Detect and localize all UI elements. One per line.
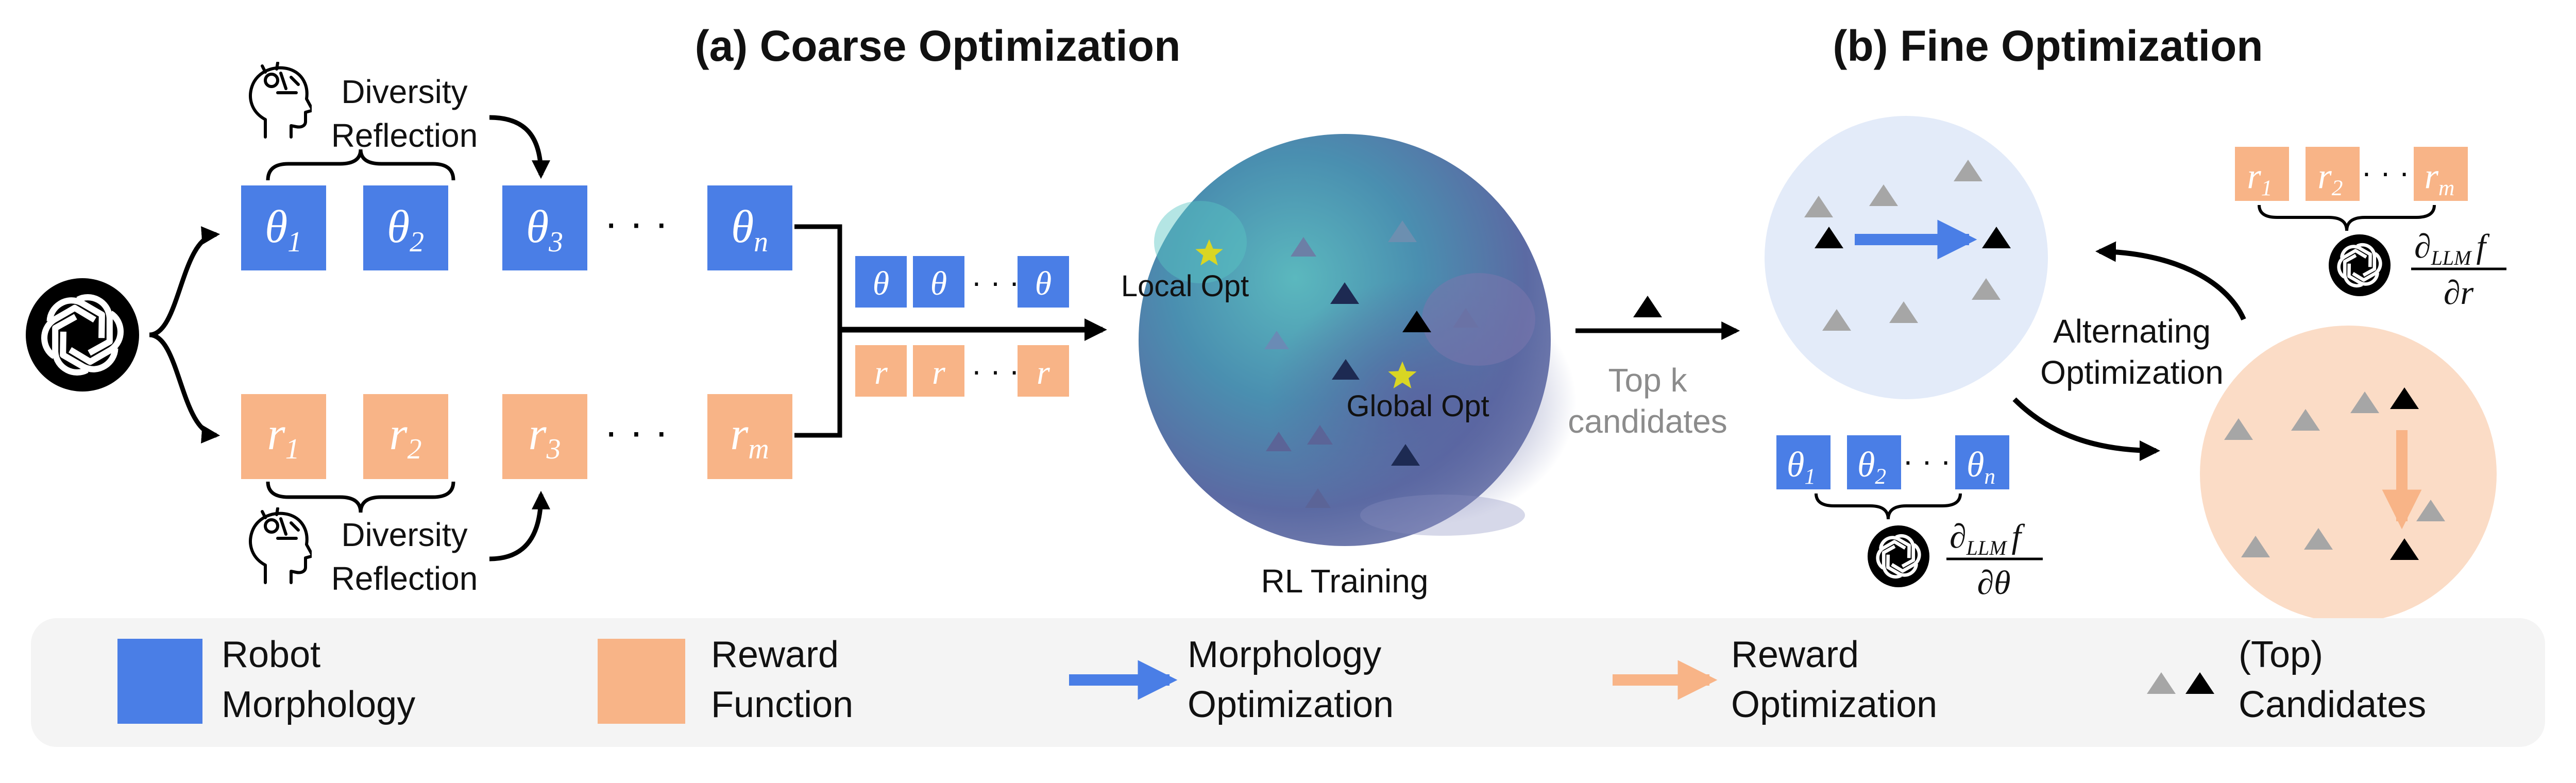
rl-training-caption: RL Training (1261, 563, 1429, 600)
svg-text:θ: θ (873, 265, 889, 302)
morphology-box-2: θ2 (363, 185, 448, 270)
rl-training-landscape: Local Opt Global Opt (1121, 134, 1577, 546)
legend-reward-opt-line1: Reward (1731, 634, 1859, 675)
svg-text:θ3: θ3 (526, 201, 563, 258)
coarse-optimization-title: (a) Coarse Optimization (695, 22, 1181, 70)
legend-morphology-line1: Robot (222, 634, 320, 675)
morphology-box-1: θ1 (241, 185, 326, 270)
morphology-gradient-row: θ1 θ2 · · · θn (1776, 435, 2009, 489)
brace-reward-gradient (2258, 205, 2436, 231)
svg-text:r1: r1 (267, 408, 300, 465)
llm-logo-icon (2329, 234, 2391, 296)
morphology-box-3: θ3 (502, 185, 587, 270)
svg-text:θn: θn (731, 201, 768, 258)
top-k-label: Top k (1608, 362, 1688, 399)
diversity-label-top: Diversity (341, 73, 467, 110)
legend-morphology-line2: Morphology (222, 684, 415, 725)
svg-text:· · ·: · · · (971, 265, 1019, 299)
svg-text:θ2: θ2 (387, 201, 424, 258)
legend-morphology-swatch (117, 639, 202, 724)
brace-bottom (266, 481, 455, 513)
svg-text:θ1: θ1 (265, 201, 302, 258)
reward-ellipsis: · · · (604, 408, 668, 454)
morphology-ellipsis: · · · (604, 200, 668, 246)
llm-logo-icon (26, 278, 139, 392)
svg-text:∂θ: ∂θ (1977, 564, 2010, 602)
legend-reward-line2: Function (711, 684, 853, 725)
candidates-label: candidates (1568, 403, 1727, 440)
legend-candidates-line1: (Top) (2239, 634, 2323, 675)
reflection-label-top: Reflection (331, 117, 478, 154)
svg-text:θ2: θ2 (1857, 445, 1886, 489)
svg-text:θ1: θ1 (1787, 445, 1816, 489)
local-opt-label: Local Opt (1121, 269, 1249, 303)
legend-candidates-line2: Candidates (2239, 684, 2426, 725)
merged-reward-row: r r · · · r (855, 345, 1069, 397)
legend-reward-opt-line2: Optimization (1731, 684, 1937, 725)
llm-logo-icon (1868, 525, 1929, 587)
reflection-arrow-top (489, 115, 550, 179)
global-opt-label: Global Opt (1346, 389, 1489, 423)
svg-text:r2: r2 (389, 408, 422, 465)
reward-box-2: r2 (363, 394, 448, 479)
svg-text:rm: rm (730, 408, 769, 465)
svg-text:r: r (874, 354, 888, 392)
svg-text:θn: θn (1967, 445, 1995, 489)
merged-morphology-row: θ θ · · · θ (855, 256, 1069, 308)
legend-reward-swatch (598, 639, 685, 724)
svg-text:· · ·: · · · (971, 353, 1019, 388)
triangle-icon (2147, 672, 2176, 694)
legend-reward-line1: Reward (711, 634, 839, 675)
legend-morphology-opt-line2: Optimization (1188, 684, 1394, 725)
top-candidate-marker (1633, 296, 1662, 317)
svg-text:r2: r2 (2318, 157, 2343, 200)
reward-box-m: rm (707, 394, 792, 479)
reflection-label-bottom: Reflection (331, 560, 478, 597)
branch-arrow-morphology (149, 226, 221, 337)
svg-text:rm: rm (2425, 157, 2455, 200)
alternating-arrow-down (2012, 397, 2160, 461)
reward-box-1: r1 (241, 394, 326, 479)
reward-gradient-row: r1 r2 · · · rm (2235, 147, 2468, 201)
brace-morphology-gradient (1815, 493, 1962, 520)
morphology-optimization-circle (1765, 116, 2048, 399)
svg-text:r: r (1037, 354, 1050, 392)
alternating-arrow-up (2095, 241, 2246, 321)
svg-text:· · ·: · · · (2361, 155, 2409, 190)
branch-arrow-reward (149, 332, 221, 444)
morphology-box-n: θn (707, 185, 792, 270)
triangle-icon (2185, 672, 2214, 694)
svg-text:r: r (932, 354, 945, 392)
legend: Robot Morphology Reward Function Morphol… (31, 618, 2545, 747)
brace-top (266, 149, 455, 181)
thinking-head-icon (250, 63, 313, 137)
reflection-arrow-bottom (489, 490, 550, 561)
fine-optimization-title: (b) Fine Optimization (1833, 22, 2263, 70)
optimization-label: Optimization (2040, 354, 2224, 391)
merge-bracket (794, 224, 842, 438)
thinking-head-icon (250, 508, 313, 583)
landscape-candidates (1264, 220, 1479, 508)
reward-box-3: r3 (502, 394, 587, 479)
diversity-label-bottom: Diversity (341, 516, 467, 553)
svg-text:· · ·: · · · (1903, 444, 1951, 478)
svg-text:∂r: ∂r (2444, 274, 2474, 312)
svg-text:r3: r3 (529, 408, 561, 465)
reward-optimization-circle (2200, 326, 2497, 622)
svg-text:θ: θ (1035, 265, 1052, 302)
alternating-label: Alternating (2053, 313, 2211, 350)
legend-morphology-opt-line1: Morphology (1188, 634, 1381, 675)
svg-text:θ: θ (930, 265, 947, 302)
svg-text:r1: r1 (2247, 157, 2273, 200)
